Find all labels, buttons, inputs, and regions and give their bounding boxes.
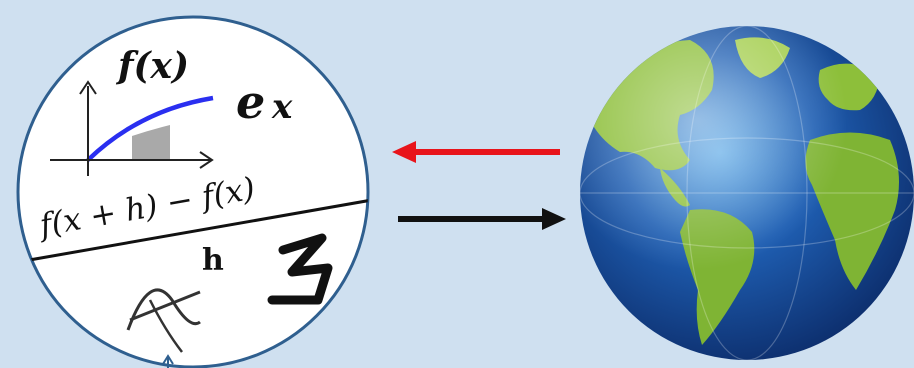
- function-label: f(x): [115, 45, 189, 87]
- sketch-curve-b: [148, 299, 183, 353]
- arrow-to-math: [392, 141, 560, 163]
- fraction-bar: [18, 198, 368, 264]
- bottom-pointer-icon: [162, 354, 174, 365]
- earth-globe-icon: [580, 26, 914, 360]
- x-axis-arrowhead: [199, 151, 214, 169]
- math-circle-outline: [16, 15, 370, 368]
- y-axis-arrowhead: [79, 80, 97, 95]
- black-arrowhead-icon: [542, 208, 566, 230]
- exponential-power: x: [271, 87, 293, 127]
- denominator-h: h: [202, 243, 224, 278]
- math-circle: f(x) e x f(x + h) − f(x) h: [16, 15, 370, 368]
- shaded-integral-area: [132, 125, 170, 160]
- globe-shine: [580, 26, 914, 360]
- sigma-squiggle: [267, 233, 333, 305]
- exponential-base: e: [236, 75, 265, 129]
- sketch-curve-a: [126, 288, 201, 331]
- red-arrowhead-icon: [392, 141, 416, 163]
- function-curve: [86, 95, 214, 162]
- arrow-to-world: [398, 208, 566, 230]
- sketch-line: [129, 290, 201, 322]
